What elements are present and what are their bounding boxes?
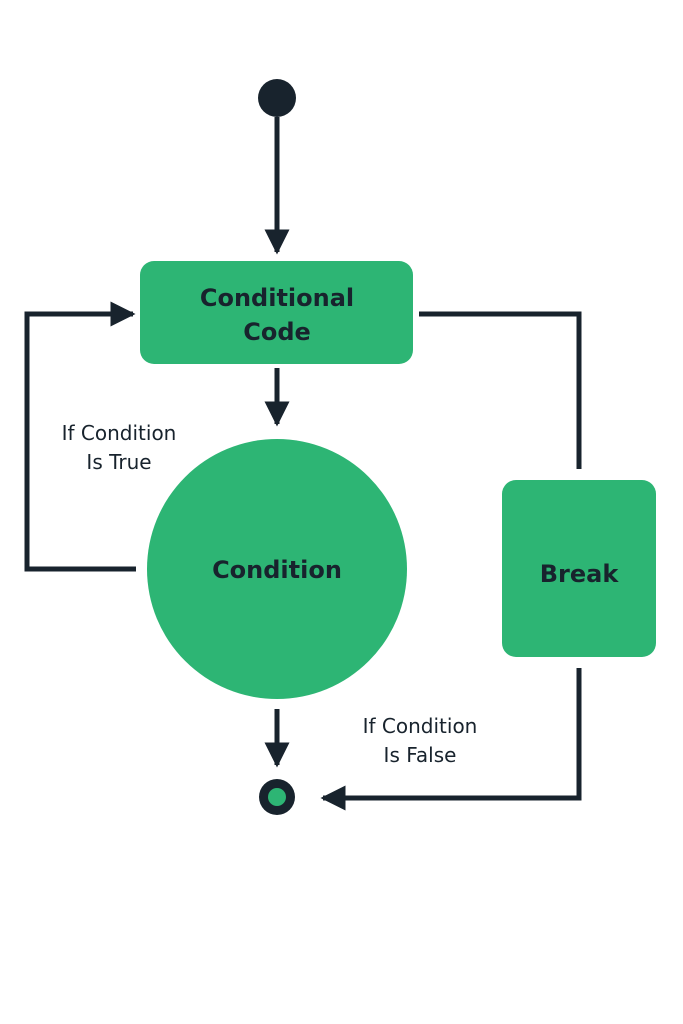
if-true-label-line2: Is True [86,450,151,474]
conditional-code-label-line1: Conditional [200,284,354,312]
conditional-code-label-line2: Code [243,318,311,346]
end-node-center [268,788,286,806]
arrow-condition-true-loop [24,301,136,572]
connector-conditional-code-to-break [419,311,582,469]
arrow-break-to-end [320,668,582,811]
break-label: Break [540,560,620,588]
if-false-label-line1: If Condition [363,714,478,738]
condition-label: Condition [212,556,342,584]
conditional-code-node [140,261,413,364]
start-node [258,79,296,117]
break-node [502,480,656,657]
if-true-label-line1: If Condition [62,421,177,445]
if-false-label-line2: Is False [384,743,457,767]
condition-node [147,439,407,699]
